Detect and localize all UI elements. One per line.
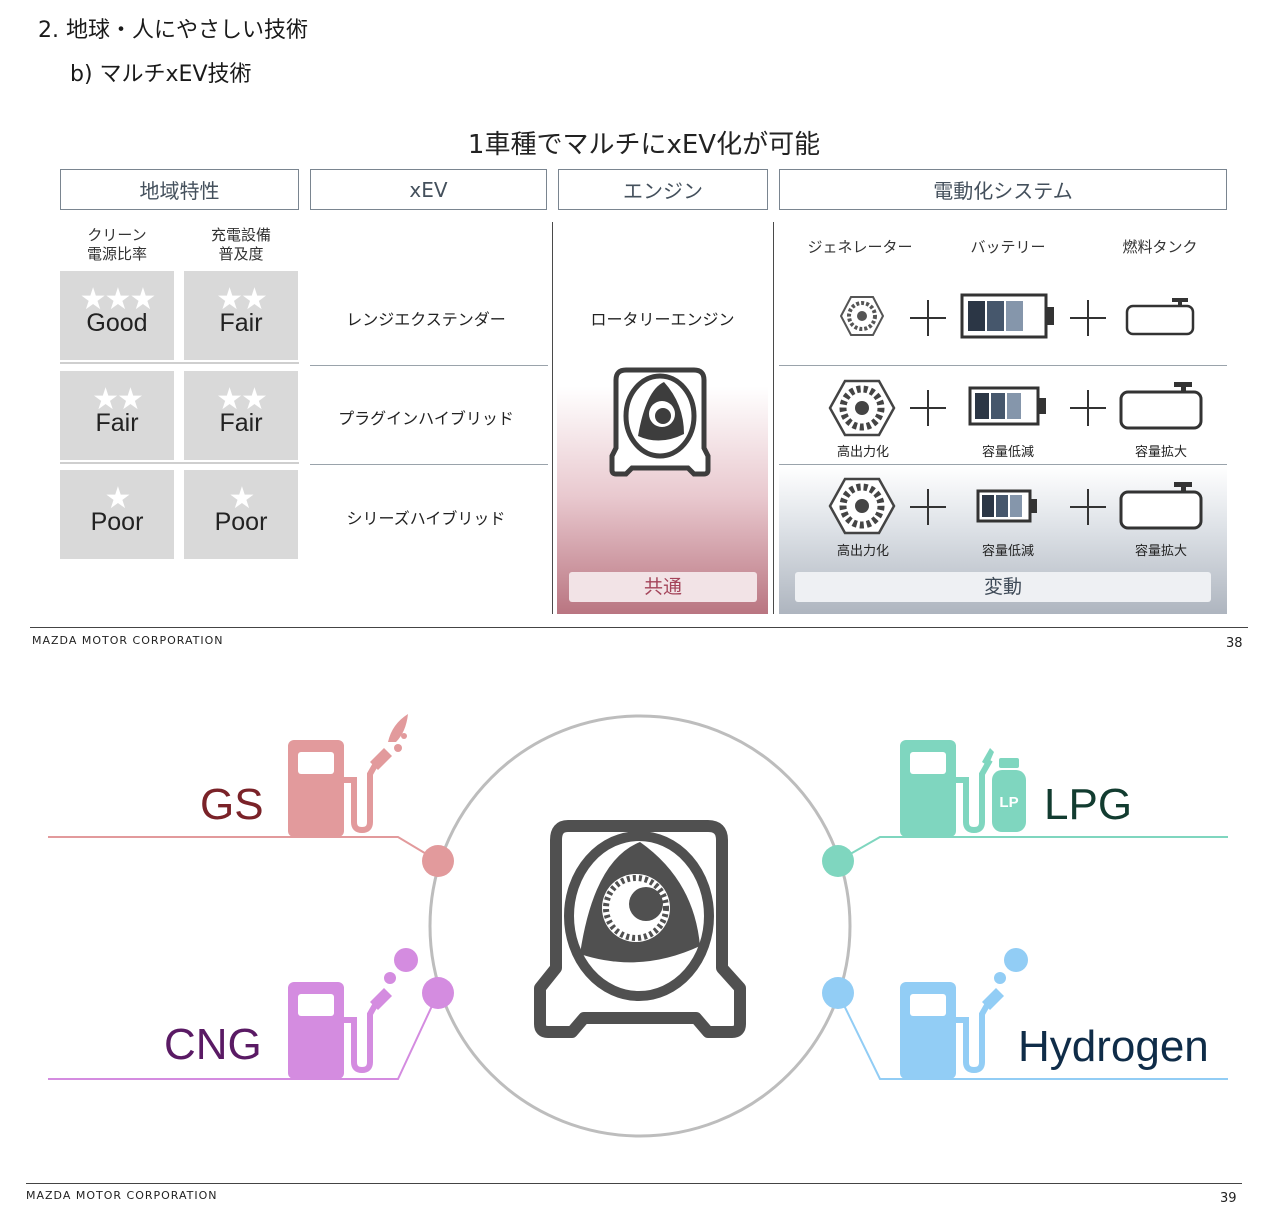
hydrogen-connector bbox=[837, 992, 1228, 1080]
gas-pump-icon bbox=[288, 714, 408, 837]
lpg-label: LPG bbox=[1044, 780, 1132, 830]
column-divider bbox=[552, 222, 553, 614]
fuel-tank-header: 燃料タンク bbox=[1122, 238, 1198, 256]
cng-label-text: CNG bbox=[164, 1020, 262, 1069]
subsection-heading: b) マルチxEV技術 bbox=[70, 62, 252, 87]
rating-tile-charging-row2: ★★ Fair bbox=[184, 371, 298, 460]
plus-icon bbox=[1070, 390, 1106, 426]
fuel-tank-icon bbox=[1125, 298, 1195, 336]
battery-icon bbox=[960, 293, 1054, 339]
electrification-column-header: 電動化システム bbox=[779, 169, 1227, 210]
row-divider bbox=[310, 365, 548, 366]
rating-tile-charging-row1: ★★ Fair bbox=[184, 271, 298, 360]
star-rating-icon: ★ bbox=[228, 481, 256, 516]
plus-icon bbox=[910, 489, 946, 525]
plus-icon bbox=[1070, 489, 1106, 525]
generator-header: ジェネレーター bbox=[807, 238, 913, 256]
region-column-header: 地域特性 bbox=[60, 169, 299, 210]
plus-icon bbox=[1070, 300, 1106, 336]
tank-caption: 容量拡大 bbox=[1134, 544, 1187, 559]
star-rating-icon: ★★★ bbox=[79, 282, 157, 317]
generator-icon bbox=[828, 477, 896, 535]
row-divider bbox=[779, 464, 1227, 465]
battery-header: バッテリー bbox=[970, 238, 1046, 256]
footer-rule bbox=[30, 627, 1248, 628]
multi-fuel-diagram bbox=[48, 714, 1228, 1138]
section-heading: 2. 地球・人にやさしい技術 bbox=[38, 18, 308, 43]
hydrogen-label: Hydrogen bbox=[1018, 1022, 1209, 1072]
rating-tile-charging-row3: ★ Poor bbox=[184, 470, 298, 559]
page-number: 39 bbox=[1220, 1191, 1237, 1206]
gas-pump-icon bbox=[288, 948, 418, 1079]
slide-title: 1車種でマルチにxEV化が可能 bbox=[467, 130, 821, 160]
row-divider bbox=[60, 362, 299, 364]
xev-column-header: xEV bbox=[310, 169, 547, 210]
lpg-connector bbox=[837, 836, 1228, 862]
column-divider bbox=[773, 222, 774, 614]
xev-plugin-hybrid: プラグインハイブリッド bbox=[338, 409, 514, 428]
center-circle bbox=[428, 714, 852, 1138]
plus-icon bbox=[910, 300, 946, 336]
fuel-tank-icon bbox=[1119, 482, 1203, 530]
generator-caption: 高出力化 bbox=[836, 544, 889, 559]
gs-label-text: GS bbox=[200, 780, 264, 829]
rating-tile-clean-row1: ★★★ Good bbox=[60, 271, 174, 360]
battery-icon bbox=[968, 386, 1046, 426]
gs-label: GS bbox=[200, 780, 264, 830]
rating-label: Poor bbox=[214, 508, 268, 536]
company-name: MAZDA MOTOR CORPORATION bbox=[32, 634, 224, 647]
generator-icon bbox=[840, 296, 884, 336]
rating-label: Poor bbox=[90, 508, 144, 536]
hydrogen-node bbox=[822, 977, 854, 1009]
charging-infrastructure-header: 充電設備 普及度 bbox=[210, 226, 271, 263]
footer-rule bbox=[26, 1183, 1242, 1184]
generator-caption: 高出力化 bbox=[836, 445, 889, 460]
row-divider bbox=[779, 365, 1227, 366]
battery-icon bbox=[976, 489, 1037, 523]
page-number: 38 bbox=[1226, 636, 1243, 651]
lp-tank-text: LP bbox=[999, 794, 1019, 811]
generator-icon bbox=[828, 379, 896, 437]
variable-label: 変動 bbox=[795, 572, 1211, 602]
lp-gas-cylinder-icon bbox=[992, 758, 1026, 832]
gs-node bbox=[422, 845, 454, 877]
star-rating-icon: ★★ bbox=[216, 282, 268, 317]
rating-tile-clean-row3: ★ Poor bbox=[60, 470, 174, 559]
tank-caption: 容量拡大 bbox=[1134, 445, 1187, 460]
plus-icon bbox=[910, 390, 946, 426]
gas-pump-icon bbox=[900, 948, 1028, 1079]
rating-tile-clean-row2: ★★ Fair bbox=[60, 371, 174, 460]
row-divider bbox=[60, 462, 299, 464]
fuel-tank-icon bbox=[1119, 382, 1203, 430]
battery-caption: 容量低減 bbox=[981, 544, 1034, 559]
rating-label: Good bbox=[86, 309, 148, 337]
rotary-engine-label: ロータリーエンジン bbox=[590, 310, 735, 329]
xev-series-hybrid: シリーズハイブリッド bbox=[346, 509, 506, 528]
star-rating-icon: ★★ bbox=[92, 382, 144, 417]
cng-node bbox=[422, 977, 454, 1009]
cng-label: CNG bbox=[164, 1020, 262, 1070]
battery-caption: 容量低減 bbox=[981, 445, 1034, 460]
xev-range-extender: レンジエクステンダー bbox=[346, 310, 506, 329]
rating-label: Fair bbox=[95, 409, 139, 437]
rotary-engine-icon bbox=[534, 820, 746, 1038]
gs-connector bbox=[48, 836, 439, 862]
lpg-label-text: LPG bbox=[1044, 780, 1133, 829]
row-divider bbox=[310, 464, 548, 465]
gas-pump-icon bbox=[900, 740, 994, 837]
rotary-engine-icon bbox=[609, 367, 711, 477]
common-label: 共通 bbox=[569, 572, 757, 602]
rating-label: Fair bbox=[219, 409, 263, 437]
star-rating-icon: ★★ bbox=[216, 382, 268, 417]
company-name: MAZDA MOTOR CORPORATION bbox=[26, 1189, 218, 1202]
clean-power-ratio-header: クリーン 電源比率 bbox=[86, 226, 147, 263]
lpg-node bbox=[822, 845, 854, 877]
cng-connector bbox=[48, 992, 439, 1080]
rating-label: Fair bbox=[219, 309, 263, 337]
hydrogen-label-text: Hydrogen bbox=[1018, 1022, 1209, 1071]
engine-column-header: エンジン bbox=[558, 169, 768, 210]
star-rating-icon: ★ bbox=[104, 481, 132, 516]
